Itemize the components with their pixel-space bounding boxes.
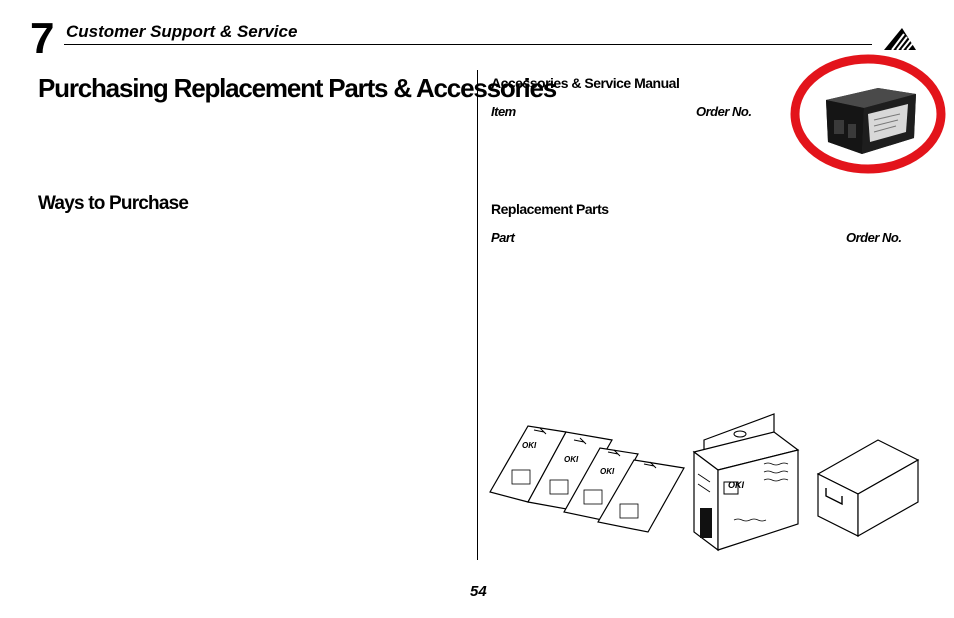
page-title: Purchasing Replacement Parts & Accessori… xyxy=(38,73,557,103)
replacement-part-column-header: Part xyxy=(491,230,515,245)
header-rule xyxy=(64,44,872,45)
ways-to-purchase-heading: Ways to Purchase xyxy=(38,193,189,214)
oki-stripes-logo-icon xyxy=(884,28,916,51)
ribbon-brand-label: OKI xyxy=(600,467,615,476)
highlight-circle xyxy=(790,54,946,174)
accessories-heading: Accessories & Service Manual xyxy=(491,75,680,91)
ribbon-brand-label: OKI xyxy=(522,441,537,450)
replacement-order-column-header: Order No. xyxy=(846,230,902,245)
ribbon-brand-label: OKI xyxy=(564,455,579,464)
box-brand-label: OKI xyxy=(728,480,745,490)
plain-box-illustration xyxy=(816,439,920,538)
accessories-item-column-header: Item xyxy=(491,104,516,119)
highlighted-part-illustration xyxy=(790,54,946,174)
chapter-title: Customer Support & Service xyxy=(66,22,298,41)
ribbon-packets-illustration: OKI OKI OKI xyxy=(489,425,685,533)
accessories-order-column-header: Order No. xyxy=(696,104,752,119)
chapter-number: 7 xyxy=(30,14,55,63)
column-divider xyxy=(477,70,478,560)
ribbon-box-illustration: OKI xyxy=(692,413,800,552)
page-number: 54 xyxy=(470,583,487,600)
replacement-parts-heading: Replacement Parts xyxy=(491,201,609,217)
